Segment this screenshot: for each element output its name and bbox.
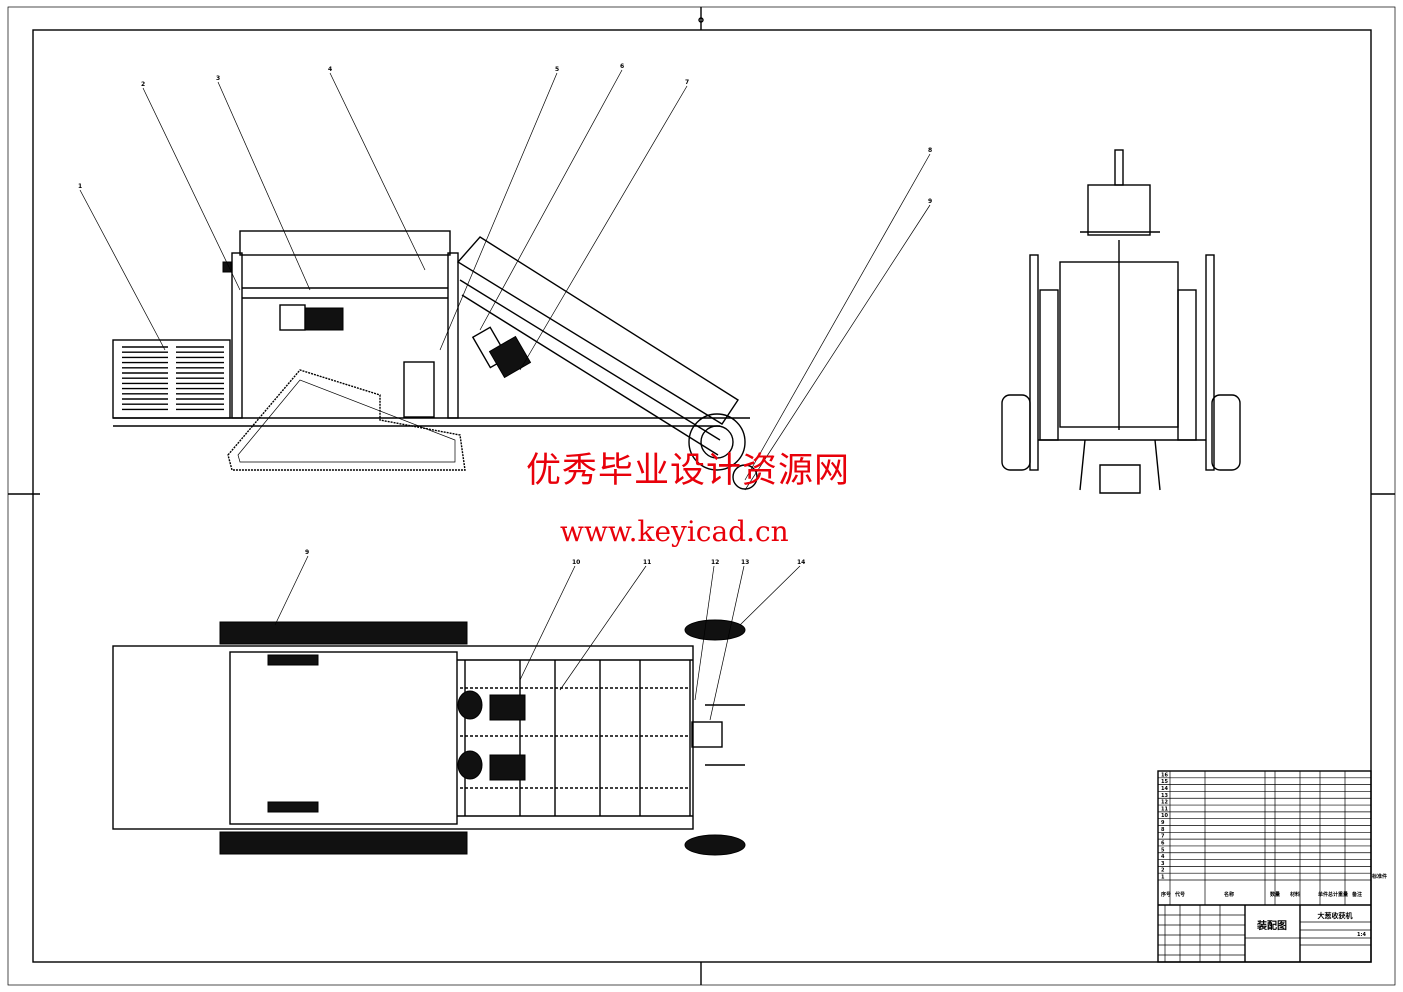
part-label: 2 bbox=[141, 81, 145, 88]
part-label: 10 bbox=[572, 559, 580, 566]
parts-row-number: 7 bbox=[1161, 834, 1165, 840]
parts-row-number: 6 bbox=[1161, 840, 1165, 846]
parts-row-number: 9 bbox=[1161, 820, 1165, 826]
part-label: 11 bbox=[643, 559, 651, 566]
side-note: 标准件 bbox=[1371, 873, 1387, 880]
leader-line bbox=[479, 69, 623, 331]
scale: 1:4 bbox=[1357, 932, 1366, 938]
leader-line bbox=[217, 81, 311, 291]
part-label: 8 bbox=[928, 147, 932, 154]
leader-line bbox=[519, 565, 576, 681]
leader-line bbox=[744, 153, 931, 481]
parts-row-number: 13 bbox=[1161, 793, 1168, 799]
part-label: 9 bbox=[305, 549, 309, 556]
leader-line bbox=[559, 565, 647, 691]
part-label: 3 bbox=[216, 75, 220, 82]
header-remark: 备注 bbox=[1351, 891, 1362, 898]
part-label: 7 bbox=[685, 79, 689, 86]
centering-marks bbox=[8, 7, 1395, 985]
header-name: 名称 bbox=[1224, 891, 1234, 898]
leader-line bbox=[694, 565, 715, 701]
leader-line bbox=[329, 72, 426, 271]
top-view: 9 10 11 12 13 14 bbox=[112, 549, 805, 856]
header-qty: 数量 bbox=[1270, 891, 1280, 898]
part-label: 1 bbox=[78, 183, 82, 190]
leader-line bbox=[274, 555, 309, 626]
header-material: 材料 bbox=[1290, 891, 1300, 898]
leader-line bbox=[439, 72, 558, 351]
part-label: 13 bbox=[741, 559, 749, 566]
parts-row-number: 14 bbox=[1161, 786, 1168, 792]
parts-row-number: 2 bbox=[1161, 868, 1165, 874]
watermark-url[interactable]: www.keyicad.cn bbox=[560, 515, 789, 548]
leader-line bbox=[519, 85, 688, 371]
part-label: 12 bbox=[711, 559, 719, 566]
parts-row-number: 4 bbox=[1161, 854, 1165, 860]
front-view bbox=[1001, 149, 1241, 494]
parts-row-number: 5 bbox=[1161, 847, 1165, 853]
header-code: 代号 bbox=[1174, 891, 1185, 898]
parts-row-number: 16 bbox=[1161, 772, 1168, 778]
parts-row-number: 12 bbox=[1161, 800, 1168, 806]
part-label: 4 bbox=[328, 66, 332, 73]
parts-row-number: 15 bbox=[1161, 779, 1168, 785]
part-label: 14 bbox=[797, 559, 805, 566]
parts-row-number: 10 bbox=[1161, 813, 1168, 819]
header-weight: 单件总计重量 bbox=[1318, 891, 1348, 898]
inner-frame bbox=[32, 29, 1372, 963]
side-view: 1 2 3 4 5 6 7 8 9 bbox=[78, 63, 932, 491]
leader-line bbox=[739, 565, 801, 626]
parts-row-number: 8 bbox=[1161, 827, 1165, 833]
part-label: 6 bbox=[620, 63, 624, 70]
leader-line bbox=[79, 189, 166, 351]
parts-list-header: 序号 代号 名称 数量 材料 单件总计重量 备注 bbox=[1160, 891, 1362, 898]
leader-line bbox=[709, 565, 745, 721]
leader-line bbox=[142, 87, 241, 291]
part-label: 5 bbox=[555, 66, 559, 73]
parts-row-number: 1 bbox=[1161, 875, 1165, 881]
parts-row-number: 11 bbox=[1161, 806, 1168, 812]
parts-row-number: 3 bbox=[1161, 861, 1165, 867]
header-no: 序号 bbox=[1160, 891, 1171, 898]
leader-line bbox=[744, 204, 931, 491]
part-label: 9 bbox=[928, 198, 932, 205]
machine-name: 大葱收获机 bbox=[1318, 911, 1353, 920]
watermark-site-name: 优秀毕业设计资源网 bbox=[526, 451, 851, 491]
drawing-type: 装配图 bbox=[1256, 919, 1287, 932]
